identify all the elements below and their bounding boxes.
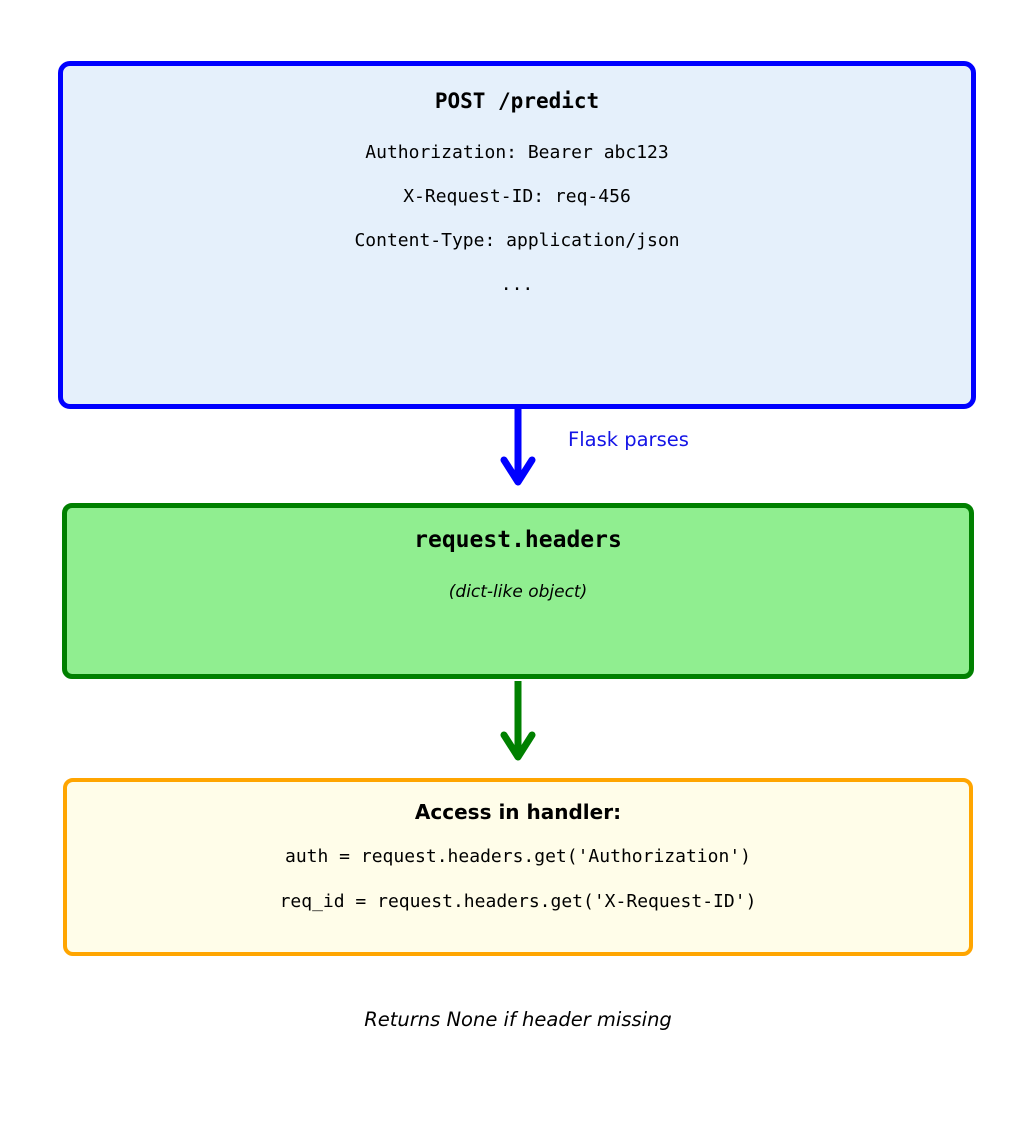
request-box-title: POST /predict [434, 89, 600, 113]
request-ellipsis: ... [500, 274, 534, 295]
footnote-returns-none: Returns None if header missing [364, 1008, 672, 1031]
request-header-line: Content-Type: application/json [354, 230, 680, 251]
handler-box-title: Access in handler: [414, 800, 622, 824]
arrow-head [500, 456, 536, 486]
headers-box-title: request.headers [414, 527, 622, 553]
http-request-box: POST /predict Authorization: Bearer abc1… [58, 61, 976, 409]
down-arrow-icon [500, 406, 536, 486]
headers-box-subtitle: (dict-like object) [448, 582, 588, 602]
request-headers-box: request.headers (dict-like object) [62, 503, 974, 679]
request-header-line: Authorization: Bearer abc123 [365, 142, 669, 163]
handler-code-line: req_id = request.headers.get('X-Request-… [279, 891, 757, 912]
request-header-line: X-Request-ID: req-456 [403, 186, 631, 207]
handler-access-box: Access in handler: auth = request.header… [63, 778, 973, 956]
down-arrow-icon [500, 681, 536, 761]
arrow-label-flask-parses: Flask parses [568, 428, 689, 451]
handler-code-line: auth = request.headers.get('Authorizatio… [285, 846, 751, 867]
arrow-head [500, 731, 536, 761]
